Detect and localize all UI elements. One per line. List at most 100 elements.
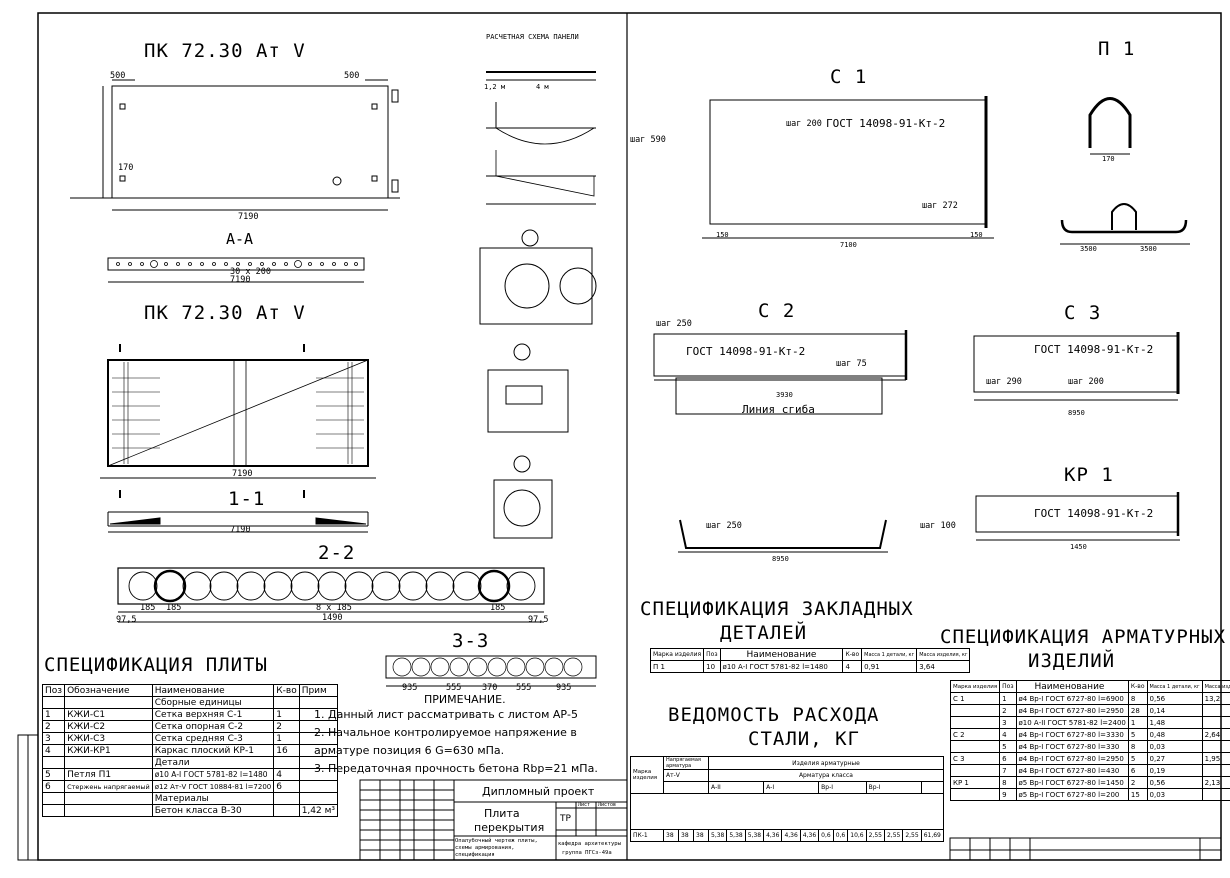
- cell: 4: [999, 728, 1017, 741]
- section-11-label: 1-1: [228, 488, 266, 510]
- note-1: 1. Данный лист рассматривать с листом АР…: [314, 708, 579, 721]
- cell: К-во: [842, 648, 863, 661]
- table-row: А-II А-I Вр-I Вр-I: [631, 781, 944, 794]
- cell: [1201, 764, 1230, 777]
- gost-kr1: ГОСТ 14098-91-Кт-2: [1034, 507, 1154, 520]
- cell: 5,38: [744, 829, 765, 842]
- cell: 2: [999, 704, 1017, 717]
- note-2: 2. Начальное контролируемое напряжение в: [314, 726, 577, 739]
- cell: 4,36: [763, 829, 783, 842]
- dim-length-aa: 7190: [230, 275, 251, 285]
- dim-bar-length: 8950: [772, 555, 789, 563]
- cell: А-II: [707, 781, 765, 794]
- table-row: Детали: [41, 756, 339, 769]
- stamp-org-2: группа ПГСз-49а: [562, 850, 612, 856]
- spec-plate-group: Материалы: [151, 792, 275, 805]
- cell: [1201, 788, 1230, 801]
- cell: [949, 788, 1001, 801]
- cell: 2,55: [865, 829, 885, 842]
- cell: [949, 704, 1001, 717]
- stamp-sheet-label: Лист: [578, 802, 591, 808]
- cell: [41, 804, 66, 817]
- mesh-c2-title: С 2: [758, 300, 796, 322]
- table-row: Марка изделия Поз Наименование К-во Масс…: [649, 648, 971, 661]
- cell: 6: [999, 752, 1017, 765]
- cell: ø4 Вр-I ГОСТ 6727-80 l=2950: [1015, 704, 1129, 717]
- spec-plate-group: Детали: [151, 756, 275, 769]
- cell: ø4 Вр-I ГОСТ 6727-80 l=2950: [1015, 752, 1129, 765]
- notes-title: ПРИМЕЧАНИЕ.: [424, 693, 506, 706]
- cell: Масса 1 детали, кг: [861, 648, 918, 661]
- cell: 1,42 м³: [298, 804, 339, 817]
- dim-370: 370: [482, 683, 498, 693]
- cell: КЖИ-С1: [64, 708, 153, 721]
- cell: 0,14: [1146, 704, 1203, 717]
- cell: 0,6: [818, 829, 834, 842]
- section-33-label: 3-3: [452, 630, 490, 652]
- dim-kr-length: 1450: [1070, 543, 1087, 551]
- stamp-description: Опалубочный чертеж плиты, схемы армирова…: [455, 838, 538, 858]
- cell: 10,6: [847, 829, 867, 842]
- cell: Поз: [703, 648, 721, 661]
- cell: Стержень напрягаемый: [64, 780, 153, 793]
- table-row: Материалы: [41, 792, 339, 805]
- dim-97b: 97,5: [528, 615, 549, 625]
- cell: 28: [1127, 704, 1148, 717]
- dim-p-l1: 3500: [1080, 245, 1097, 253]
- cell: ø5 Вр-I ГОСТ 6727-80 l=200: [1015, 788, 1129, 801]
- cell: ø4 Вр-I ГОСТ 6727-80 l=6900: [1015, 692, 1129, 705]
- dim-500b: 500: [344, 71, 360, 81]
- cell: КР 1: [949, 776, 1001, 789]
- spec-plate-header-designation: Обозначение: [64, 684, 153, 697]
- dim-935b: 935: [556, 683, 572, 693]
- cell: 0,19: [1146, 764, 1203, 777]
- cell: [949, 716, 1001, 729]
- steel-sheet-title-2: СТАЛИ, КГ: [748, 728, 860, 750]
- cell: Марка изделия: [630, 756, 664, 794]
- cell: Масса изделия, кг: [1201, 680, 1230, 693]
- cell: 1: [273, 708, 300, 721]
- stamp-stage: ТР: [560, 814, 571, 824]
- cell: ø4 Вр-I ГОСТ 6727-80 l=430: [1015, 764, 1129, 777]
- label-step-100: шаг 100: [920, 521, 956, 531]
- cell: Арматура класса: [708, 769, 944, 782]
- cell: 4: [41, 744, 66, 757]
- cell: Изделия арматурные: [708, 756, 944, 770]
- dim-935a: 935: [402, 683, 418, 693]
- section-aa-label: А-А: [226, 230, 254, 248]
- spec-plate-table: Поз Обозначение Наименование К-во Прим С…: [41, 684, 339, 817]
- cell: Вр-I: [818, 781, 867, 794]
- cell: 10: [703, 660, 721, 673]
- cell: 5: [1127, 728, 1148, 741]
- dim-c2-length: 3930: [776, 391, 793, 399]
- cell: 9: [999, 788, 1017, 801]
- dim-185c: 185: [490, 603, 506, 613]
- steel-sheet-table: Марка изделия Напрягаемая арматура Издел…: [630, 756, 944, 842]
- spec-plate-header-qty: К-во: [273, 684, 300, 697]
- label-step-200b: шаг 200: [1068, 377, 1104, 387]
- cell: Вр-I: [865, 781, 922, 794]
- dim-555b: 555: [516, 683, 532, 693]
- table-row: Поз Обозначение Наименование К-во Прим: [41, 684, 339, 697]
- cell: ø4 Вр-I ГОСТ 6727-80 l=3330: [1015, 728, 1129, 741]
- table-row: Сборные единицы: [41, 696, 339, 709]
- cell: 5: [41, 768, 66, 781]
- cell: Масса 1 детали, кг: [1146, 680, 1203, 693]
- cell: КЖИ-КР1: [64, 744, 153, 757]
- spec-embedded-title-1: СПЕЦИФИКАЦИЯ ЗАКЛАДНЫХ: [640, 598, 914, 620]
- cell: 1: [1127, 716, 1148, 729]
- stamp-name-2: перекрытия: [474, 821, 545, 834]
- dim-4m: 4 м: [536, 83, 549, 91]
- gost-c1: ГОСТ 14098-91-Кт-2: [826, 117, 946, 130]
- cell: Марка изделия: [649, 648, 705, 661]
- cell: ПК-1: [630, 829, 664, 842]
- stamp-org-1: кафедра архитектуры: [558, 841, 621, 847]
